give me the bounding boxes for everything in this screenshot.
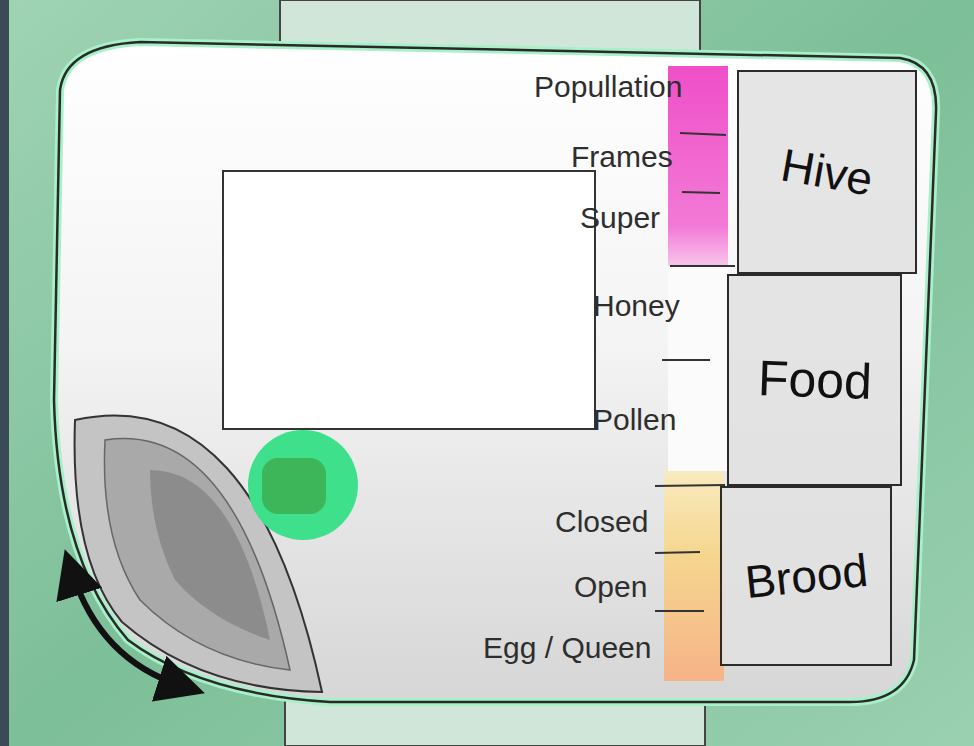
scale-label: Open — [574, 570, 647, 604]
scale-label: Honey — [593, 289, 680, 323]
section-title: Brood — [742, 543, 870, 610]
scale-label: Frames — [571, 140, 673, 174]
scale-label: Pollen — [593, 403, 676, 437]
scale-label: Egg / Queen — [483, 631, 651, 665]
section-title: Hive — [777, 137, 877, 206]
scale-label: Popullation — [534, 70, 682, 104]
scale-label: Super — [580, 201, 660, 235]
section-cell: Brood — [720, 486, 892, 666]
section-title: Food — [757, 349, 873, 411]
section-cell: Hive — [737, 70, 917, 274]
section-cell: Food — [727, 274, 902, 486]
scale-label: Closed — [555, 505, 648, 539]
